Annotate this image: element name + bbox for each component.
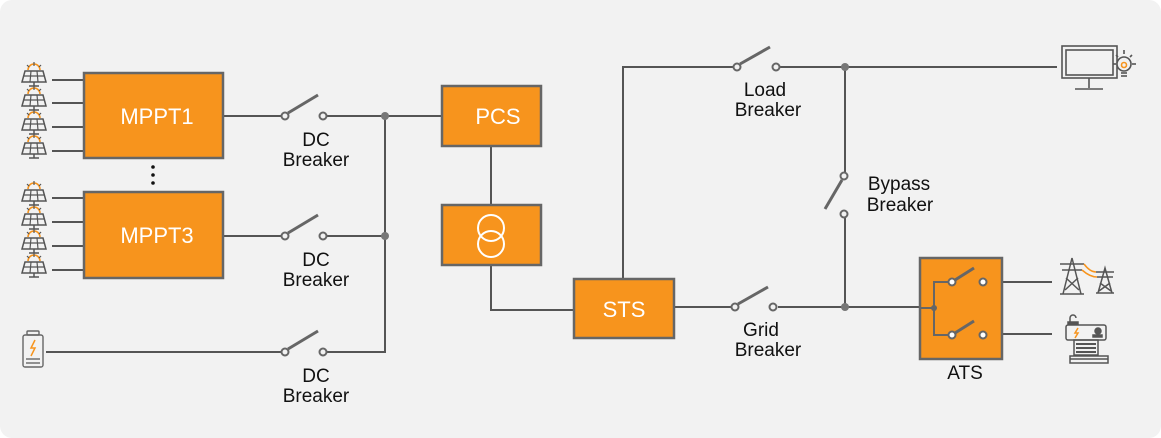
dc-breaker-1[interactable]: DC Breaker [280, 93, 350, 171]
mppt1-label: MPPT1 [120, 104, 193, 129]
junctions [381, 63, 849, 311]
load-breaker[interactable]: Load Breaker [732, 45, 802, 121]
pcs-label: PCS [475, 104, 520, 129]
load-breaker-label-line1: Load [744, 80, 786, 101]
dc-breaker-1-label-line2: Breaker [283, 150, 350, 171]
monitor-lightbulb-icon [1061, 45, 1136, 90]
load-breaker-label-line2: Breaker [735, 100, 802, 121]
bypass-breaker[interactable]: Bypass Breaker [823, 171, 934, 219]
bypass-breaker-label-line1: Bypass [868, 174, 930, 195]
dc-breaker-2-label-line1: DC [302, 250, 329, 271]
grid-breaker-label-line1: Grid [743, 320, 779, 341]
grid-breaker[interactable]: Grid Breaker [730, 285, 802, 361]
transformer-icon [477, 214, 505, 258]
mppt1-block[interactable]: MPPT1 [82, 71, 225, 160]
mppt3-block[interactable]: MPPT3 [82, 190, 225, 280]
pcs-block[interactable]: PCS [440, 84, 543, 148]
dc-breaker-2-label-line2: Breaker [283, 270, 350, 291]
transmission-tower-icon [1060, 257, 1114, 295]
dc-breaker-3-label-line1: DC [302, 366, 329, 387]
battery-icon [22, 330, 44, 368]
ellipsis-dots [151, 165, 155, 185]
mppt3-label: MPPT3 [120, 223, 193, 248]
transformer-block[interactable] [440, 203, 543, 267]
ats-label: ATS [947, 363, 983, 384]
sts-label: STS [603, 297, 646, 322]
solar-panel-icon [21, 61, 47, 278]
dc-breaker-3-label-line2: Breaker [283, 386, 350, 407]
generator-icon [1065, 314, 1109, 364]
dc-breaker-3[interactable]: DC Breaker [280, 329, 350, 407]
ats-block[interactable]: ATS [918, 256, 1004, 384]
grid-breaker-label-line2: Breaker [735, 340, 802, 361]
sts-block[interactable]: STS [572, 277, 676, 340]
dc-breaker-2[interactable]: DC Breaker [280, 213, 350, 291]
bypass-breaker-label-line2: Breaker [867, 195, 934, 216]
wires [46, 66, 1057, 353]
dc-breaker-1-label-line1: DC [302, 130, 329, 151]
